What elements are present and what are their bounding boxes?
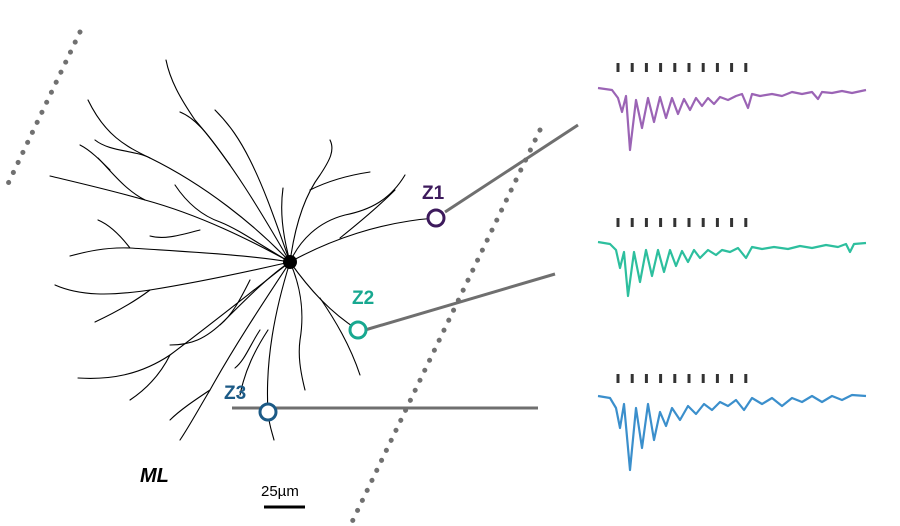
stimulus-ticks-z3 [616, 374, 748, 383]
neuron-soma [283, 255, 297, 269]
zone-label-z2: Z2 [352, 288, 374, 309]
scale-bar-label: 25µm [261, 483, 299, 500]
connector-line-z2 [364, 272, 556, 332]
zone-label-z3: Z3 [224, 383, 246, 404]
trace-z1 [597, 86, 867, 152]
trace-z2 [597, 240, 867, 298]
zone-label-z1: Z1 [422, 183, 445, 204]
connector-line-z1 [444, 123, 579, 214]
recording-site-z1[interactable] [426, 208, 446, 228]
stimulus-ticks-z1 [616, 63, 748, 72]
recording-site-z3[interactable] [258, 402, 278, 422]
boundary-line-left [3, 29, 83, 191]
neuron-dendrites [49, 59, 437, 441]
stimulus-ticks-z2 [616, 218, 748, 227]
recording-site-z2[interactable] [348, 320, 368, 340]
trace-z3 [597, 393, 867, 472]
layer-label-ml: ML [140, 465, 169, 487]
